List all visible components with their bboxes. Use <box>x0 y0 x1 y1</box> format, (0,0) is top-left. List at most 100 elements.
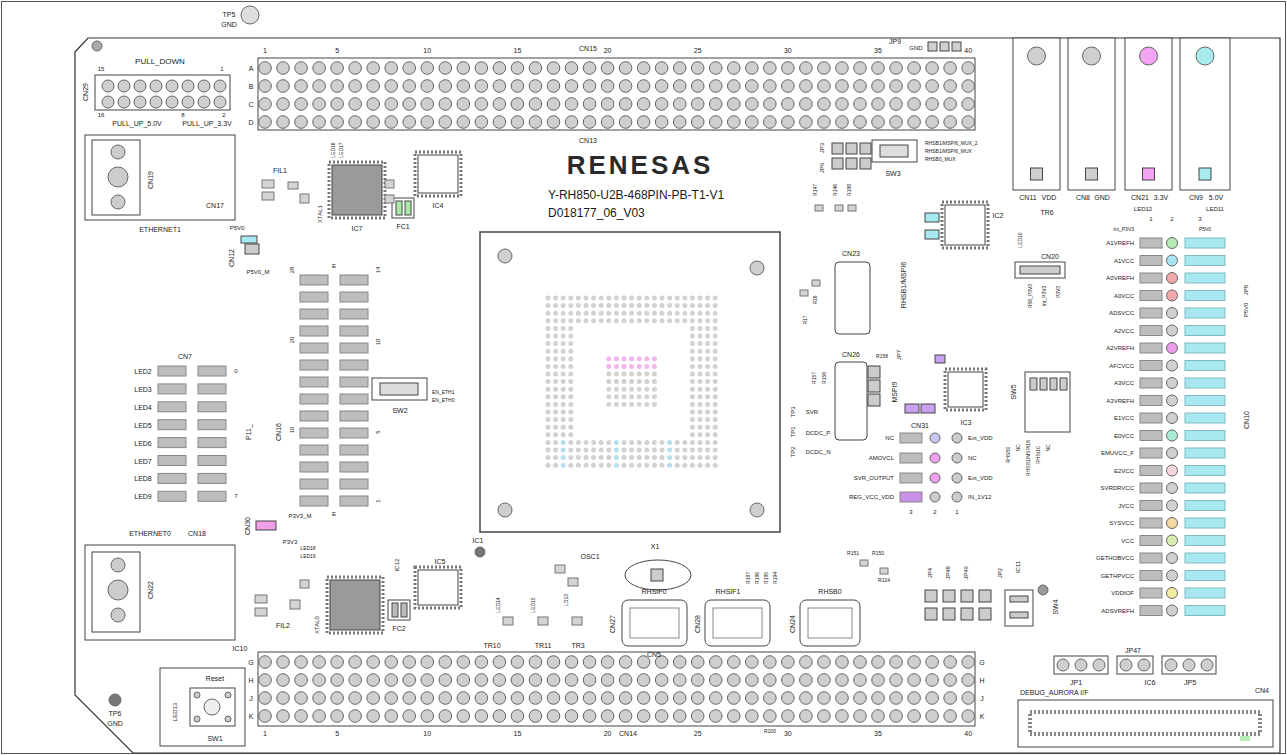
header-pin <box>836 674 849 687</box>
header-pin <box>367 656 380 669</box>
pad <box>1185 588 1225 598</box>
silkscreen-label: LED19 <box>300 554 315 559</box>
silkscreen-label: IC11 <box>1015 561 1021 573</box>
ball <box>675 448 680 453</box>
ball <box>568 341 573 346</box>
silkscreen-label: A1VCC <box>1114 258 1134 264</box>
header-pin <box>511 656 524 669</box>
silkscreen-label: IC10 <box>233 645 248 652</box>
ball <box>713 425 718 430</box>
silkscreen-label: LED18 <box>300 546 315 551</box>
ball <box>591 318 596 323</box>
header-pin <box>385 80 398 93</box>
silkscreen-label: SW2 <box>392 407 407 414</box>
header-pin <box>962 674 975 687</box>
silkscreen-label: R195 <box>764 572 769 584</box>
pad <box>1185 466 1225 476</box>
silkscreen-label: IC1 <box>473 537 484 544</box>
header-pin <box>655 98 668 111</box>
header-pin <box>529 116 542 129</box>
crystal <box>625 560 691 590</box>
silkscreen-label: IN_1V12 <box>968 494 991 500</box>
header-pin <box>367 62 380 75</box>
ball <box>546 311 551 316</box>
header-pin <box>313 116 326 129</box>
ball <box>614 402 619 407</box>
header-pin <box>673 710 686 723</box>
ferrite-band <box>405 201 411 215</box>
test-point <box>109 694 121 706</box>
connector-face <box>713 608 762 638</box>
header-pin <box>277 656 290 669</box>
header-pin <box>818 116 831 129</box>
silkscreen-label: CN28 <box>694 615 701 633</box>
jumper-pad <box>868 366 880 378</box>
header-pin <box>926 62 939 75</box>
ball <box>690 455 695 460</box>
ball <box>660 440 665 445</box>
header-pin <box>277 692 290 705</box>
pad <box>1140 571 1162 581</box>
header-pin <box>890 656 903 669</box>
ball <box>606 394 611 399</box>
jumper-pad <box>868 380 880 392</box>
header-pin <box>565 692 578 705</box>
ball <box>698 402 703 407</box>
silkscreen-label: B <box>249 83 254 90</box>
ball <box>682 318 687 323</box>
ball <box>713 349 718 354</box>
ball <box>713 455 718 460</box>
ball <box>698 455 703 460</box>
fiducial <box>498 249 512 263</box>
dip-lever <box>1040 378 1047 390</box>
jumper-outline <box>1117 656 1153 674</box>
header-pin <box>944 98 957 111</box>
ball <box>553 448 558 453</box>
chip-pins <box>329 162 385 218</box>
pad <box>158 384 186 394</box>
header-pin <box>313 692 326 705</box>
silkscreen-label: REG_VCC_VDD <box>849 494 894 500</box>
ball <box>568 394 573 399</box>
ball <box>546 303 551 308</box>
ball <box>652 463 657 468</box>
ball <box>553 364 558 369</box>
ball <box>546 334 551 339</box>
silkscreen-label: LED3 <box>134 385 152 392</box>
ball <box>705 326 710 331</box>
ball <box>705 296 710 301</box>
header-pin <box>475 62 488 75</box>
button-pin <box>194 692 200 698</box>
header-pin <box>511 98 524 111</box>
silkscreen-label: JP7 <box>896 350 902 360</box>
smd-part <box>800 290 808 296</box>
ball <box>561 448 566 453</box>
ball <box>713 379 718 384</box>
ball <box>690 356 695 361</box>
pad <box>198 438 226 448</box>
header-pin <box>313 62 326 75</box>
ball <box>675 455 680 460</box>
silkscreen-label: R150 <box>872 551 884 556</box>
header-pin <box>493 710 506 723</box>
header-pin <box>565 674 578 687</box>
header-pin <box>457 692 470 705</box>
pad <box>1140 413 1162 423</box>
pad <box>182 80 194 92</box>
ball <box>584 440 589 445</box>
silkscreen-label: PULL_UP_5.0V <box>112 120 161 127</box>
ball <box>629 387 634 392</box>
header-pin <box>944 656 957 669</box>
silkscreen-label: MSPI9 <box>891 381 898 402</box>
header-pin <box>727 692 740 705</box>
silkscreen-label: NC <box>968 455 977 461</box>
header-pin <box>331 674 344 687</box>
header-pin <box>421 62 434 75</box>
jack-pad <box>1086 168 1098 180</box>
header-pin <box>890 62 903 75</box>
ball <box>705 372 710 377</box>
header-pin <box>547 656 560 669</box>
header-pin <box>655 710 668 723</box>
ball <box>553 417 558 422</box>
